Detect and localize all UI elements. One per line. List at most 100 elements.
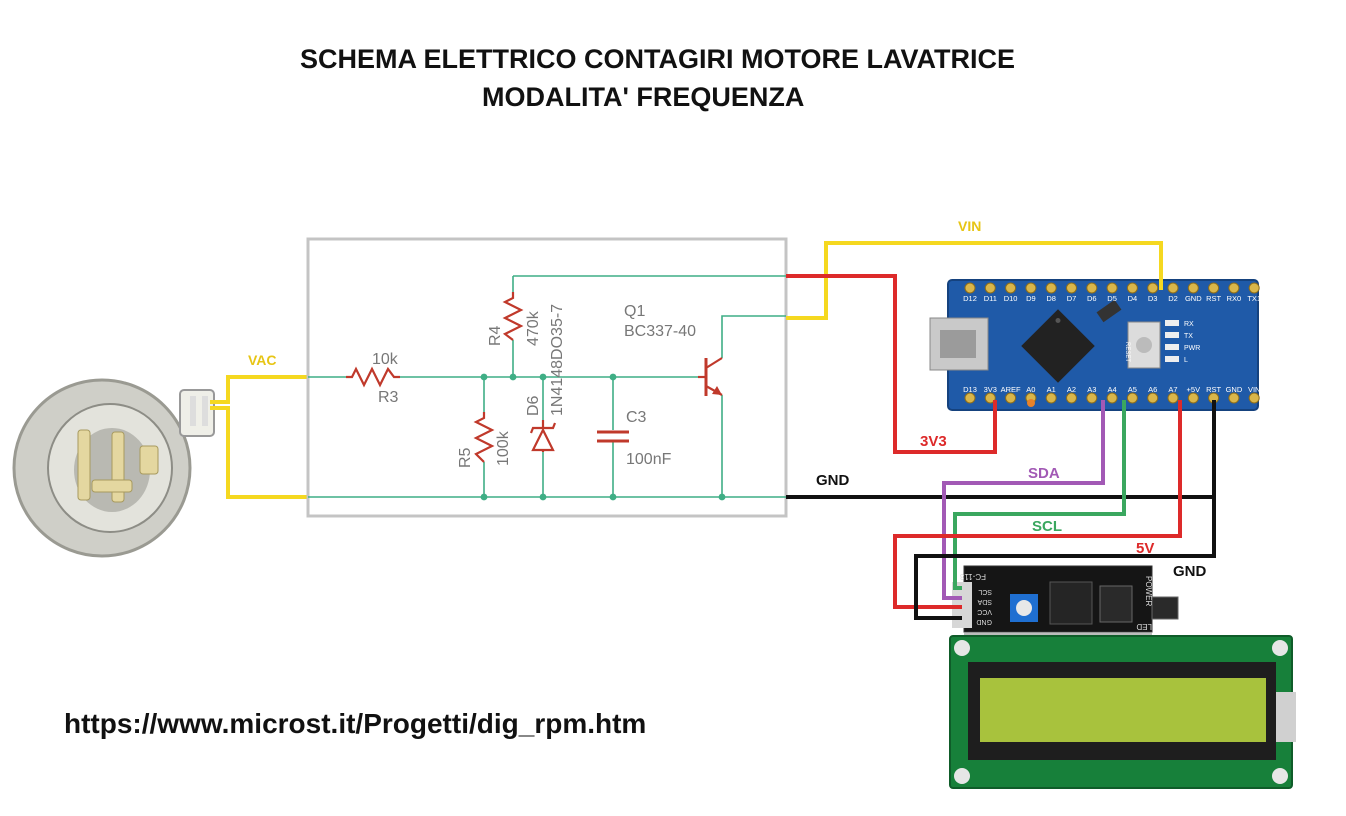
r3-ref: R3 xyxy=(378,389,399,406)
3v3-label: 3V3 xyxy=(920,433,947,450)
nano-bottom-pin-hole xyxy=(1167,392,1179,404)
project-url: https://www.microst.it/Progetti/dig_rpm.… xyxy=(64,708,647,739)
nano-top-pin-label: TX1 xyxy=(1247,294,1261,303)
wire-gnd-lcd xyxy=(914,497,1216,620)
r4-value: 470k xyxy=(525,310,542,346)
nano-bottom-pin-label: A4 xyxy=(1108,385,1117,394)
nano-top-pin-hole xyxy=(1106,282,1118,294)
nano-bottom-pin-label: A3 xyxy=(1087,385,1096,394)
tacho-sensor-image xyxy=(12,378,215,558)
nano-top-pin-hole xyxy=(1248,282,1260,294)
nano-led-label: PWR xyxy=(1184,345,1200,352)
nano-bottom-pin-hole xyxy=(964,392,976,404)
nano-bottom-pin-label: A6 xyxy=(1148,385,1157,394)
i2c-pin-sda: SDA xyxy=(977,598,992,605)
nano-bottom-pin-hole xyxy=(1005,392,1017,404)
i2c-label-power: POWER xyxy=(1144,576,1153,606)
nano-bottom-pin-label: VIN xyxy=(1248,385,1261,394)
d6-value: 1N4148DO35-7 xyxy=(549,304,566,416)
nano-top-pin-hole xyxy=(1147,282,1159,294)
schematic-nets xyxy=(308,275,786,498)
gnd-label-lcd: GND xyxy=(1173,563,1207,580)
i2c-backpack-module: FC-113 POWER LED SCL SDA VCC GND xyxy=(952,565,1179,641)
nano-top-pin-label: D12 xyxy=(963,294,977,303)
wire-vin xyxy=(786,241,1163,320)
i2c-pin-vcc: VCC xyxy=(977,608,992,615)
sda-label: SDA xyxy=(1028,465,1060,482)
nano-top-pin-label: GND xyxy=(1185,294,1202,303)
r4-ref: R4 xyxy=(487,325,504,346)
r5-ref: R5 xyxy=(457,447,474,468)
nano-bottom-pin-label: A0 xyxy=(1026,385,1035,394)
vac-wires xyxy=(210,375,308,499)
nano-bottom-pin-hole xyxy=(1045,392,1057,404)
title-line-2: MODALITA' FREQUENZA xyxy=(482,82,805,112)
d6-ref: D6 xyxy=(525,395,542,416)
resistor-r4: R4 470k xyxy=(487,292,542,346)
nano-top-pin-label: D2 xyxy=(1168,294,1178,303)
nano-bottom-pin-label: GND xyxy=(1226,385,1243,394)
nano-top-pin-hole xyxy=(1167,282,1179,294)
vin-label: VIN xyxy=(958,218,981,234)
lcd-16x2 xyxy=(949,635,1296,789)
capacitor-c3: C3 100nF xyxy=(597,409,672,468)
nano-top-pin-hole xyxy=(1005,282,1017,294)
nano-bottom-pin-hole xyxy=(1106,392,1118,404)
transistor-q1: Q1 BC337-40 xyxy=(624,303,723,396)
nano-top-pin-label: D9 xyxy=(1026,294,1036,303)
r5-value: 100k xyxy=(495,430,512,466)
nano-bottom-pin-label: A5 xyxy=(1128,385,1137,394)
nano-top-pin-hole xyxy=(1228,282,1240,294)
i2c-pin-scl: SCL xyxy=(978,588,992,595)
zener-d6: D6 1N4148DO35-7 xyxy=(525,304,566,452)
nano-top-pin-label: D11 xyxy=(984,294,997,303)
c3-value: 100nF xyxy=(626,451,672,468)
wire-scl xyxy=(953,400,1126,590)
gnd-label-main: GND xyxy=(816,472,850,489)
resistor-r5: R5 100k xyxy=(457,412,512,468)
nano-bottom-pin-label: RST xyxy=(1206,385,1221,394)
scl-label: SCL xyxy=(1032,518,1062,535)
nano-bottom-pin-hole xyxy=(1228,392,1240,404)
5v-label: 5V xyxy=(1136,540,1154,557)
nano-led-label: RX xyxy=(1184,321,1194,328)
nano-reset-label: RESET xyxy=(1124,342,1130,362)
wire-sda xyxy=(942,400,1105,600)
nano-bottom-pin-hole xyxy=(1086,392,1098,404)
nano-bottom-pin-label: A2 xyxy=(1067,385,1076,394)
resistor-r3: 10k R3 xyxy=(346,351,400,406)
nano-bottom-pin-hole xyxy=(1187,392,1199,404)
i2c-label-led: LED xyxy=(1136,622,1152,631)
nano-top-pin-hole xyxy=(964,282,976,294)
nano-top-pin-hole xyxy=(1025,282,1037,294)
nano-bottom-pin-label: A7 xyxy=(1168,385,1177,394)
i2c-pin-gnd: GND xyxy=(976,618,992,625)
nano-top-pin-label: D3 xyxy=(1148,294,1158,303)
nano-bottom-pin-label: A1 xyxy=(1047,385,1056,394)
nano-top-pin-label: D10 xyxy=(1004,294,1018,303)
nano-bottom-pin-label: +5V xyxy=(1187,385,1201,394)
nano-top-pin-label: RST xyxy=(1206,294,1221,303)
vac-label: VAC xyxy=(248,352,277,368)
nano-top-pin-label: D8 xyxy=(1046,294,1056,303)
title-line-1: SCHEMA ELETTRICO CONTAGIRI MOTORE LAVATR… xyxy=(300,44,1015,74)
nano-top-pin-label: D6 xyxy=(1087,294,1097,303)
nano-top-pin-hole xyxy=(984,282,996,294)
nano-top-pin-hole xyxy=(1126,282,1138,294)
nano-bottom-pin-hole xyxy=(1126,392,1138,404)
nano-top-pin-hole xyxy=(1066,282,1077,294)
nano-top-pin-hole xyxy=(1187,282,1199,294)
nano-bottom-pin-hole xyxy=(1147,392,1159,404)
q1-ref: Q1 xyxy=(624,303,645,320)
nano-top-pin-hole xyxy=(1045,282,1057,294)
junction-dots xyxy=(480,373,726,501)
nano-top-pin-label: RX0 xyxy=(1227,294,1242,303)
wire-3v3 xyxy=(786,274,997,454)
nano-bottom-pin-label: AREF xyxy=(1001,385,1021,394)
nano-bottom-pin-hole xyxy=(984,392,996,404)
nano-top-pin-label: D4 xyxy=(1128,294,1138,303)
c3-ref: C3 xyxy=(626,409,647,426)
nano-top-pin-hole xyxy=(1208,282,1220,294)
